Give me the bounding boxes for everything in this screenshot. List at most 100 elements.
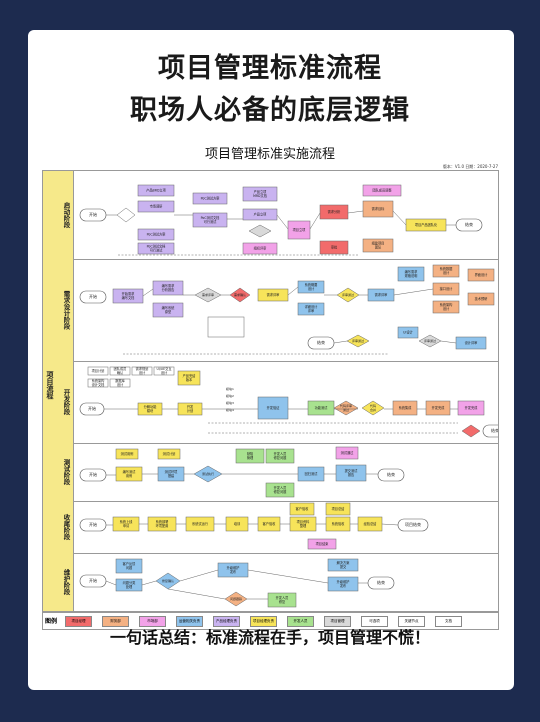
node-1-poc-text: PoC测试方案	[147, 232, 167, 237]
node-2-data-text: 设计	[443, 270, 450, 275]
decision-6b	[224, 591, 248, 607]
decision-2c-text: 评审通过	[342, 292, 354, 297]
flow-1d	[276, 214, 289, 230]
node-2-detail-text: 详细设计	[305, 304, 319, 309]
decision-3c	[461, 424, 481, 438]
legend-item: 可选项	[361, 616, 388, 627]
node-4-defect-text: 缺陷	[247, 451, 253, 456]
node-2-start-text: 编写文档	[122, 295, 135, 300]
node-5-end-note	[307, 538, 337, 550]
node-5-accept-text: 客户验收	[263, 521, 277, 526]
start-4-text: 开始	[89, 471, 97, 477]
node-1-poc3-text: PoC测试文档	[201, 215, 220, 220]
decision-2c	[336, 287, 360, 303]
decision-3a-text: 通过	[343, 407, 349, 412]
node-4-env-text: 测试环境	[165, 469, 179, 474]
node-2-iface-text: 接口设计	[440, 286, 454, 291]
summary-text: 一句话总结：标准流程在手，项目管理不慌！	[109, 628, 430, 647]
node-1-market-text: 市场调研	[150, 204, 164, 209]
node-5-summary-text: 项目总结	[332, 506, 345, 511]
decision-6a-text: 修复确认	[162, 578, 174, 583]
node-4-pass-text: 测试通过	[341, 450, 355, 455]
end-5-text: 项目结束	[405, 521, 421, 527]
node-3-team-text: 确认	[117, 370, 124, 375]
node-2-summary-text: 设计	[308, 286, 315, 291]
node-2-proto-text: 原型	[165, 309, 172, 314]
node-4-pass	[335, 446, 359, 460]
node-2-start-text: 开始需求	[122, 291, 136, 296]
lane-kaifa: 开发阶段	[58, 361, 498, 444]
node-2-report-text: 分析报告	[162, 287, 175, 292]
end-4-text: 结束	[387, 471, 395, 477]
node-5-docs-text: 项目资料	[297, 519, 311, 524]
legend-item: 运营相关负责	[176, 616, 203, 627]
flow-graphics: 开始产品BRD立项市场调研PoC测试方案PoC测试文档可行测试PoC测试方案Po…	[79, 184, 498, 608]
decision-3b-text: 代码	[370, 403, 376, 408]
start-3-text: 开始	[88, 405, 96, 411]
page-title: 项目管理标准流程	[158, 53, 382, 84]
node-6-feedback-text: 客户反馈	[123, 561, 137, 566]
lane-qidong: 启动阶段	[58, 171, 498, 260]
node-5-exp-text: 经验总结	[364, 521, 377, 526]
node-3-ux-text: 设计	[161, 370, 168, 375]
flow-1g	[392, 210, 407, 226]
decision-1b	[248, 224, 272, 238]
node-2-arch	[432, 300, 460, 314]
node-6-solution	[327, 558, 359, 572]
node-2-report-text: 编写需求	[162, 283, 176, 288]
decision-2e-text: 评审通过	[352, 338, 364, 343]
node-6-feedback	[115, 558, 143, 574]
node-2-spec2-text: 规格说明	[405, 273, 418, 278]
flow-2d	[287, 286, 299, 296]
start-2	[79, 290, 107, 304]
node-3-archdoc	[87, 378, 109, 388]
node-1-market	[137, 200, 175, 213]
node-3-release	[457, 400, 485, 416]
node-3-module-4: 模块4	[226, 407, 234, 412]
node-4-env-text: 搭建	[168, 473, 175, 478]
node-2-spec2-text: 编写需求	[405, 269, 419, 274]
node-2-detail	[297, 302, 325, 316]
node-5-trial-text: 系统试运行	[192, 521, 209, 526]
node-3-devplan-text: 开发	[187, 404, 194, 409]
decision-1a	[116, 207, 136, 223]
node-6-fix-text: 修复	[279, 599, 286, 604]
lane-label-ceshi: 测试阶段	[58, 443, 74, 501]
node-3-module-3: 模块3	[226, 400, 234, 405]
flow-5i	[381, 523, 399, 526]
node-5-apply-text: 申请	[123, 523, 130, 528]
node-2-data-text: 系统数据	[440, 266, 454, 271]
node-1-poc2	[192, 192, 228, 205]
legend-item: 市场部	[139, 616, 166, 627]
node-4-plan	[157, 448, 181, 460]
flow-1e	[309, 212, 321, 230]
node-3-devcheck-text: 开发验证	[267, 405, 281, 410]
node-1-review-text: 组织评审	[254, 246, 267, 251]
flow-6a	[105, 580, 117, 586]
node-1-approve-text: 审批	[331, 245, 338, 250]
decision-6b-text: 问题跟踪	[230, 596, 242, 601]
node-4-regress-text: 回归测试	[305, 471, 319, 476]
node-1-poc-doc	[137, 242, 175, 255]
node-2-design-text: 设计评审	[465, 340, 478, 345]
node-3-module-1: 模块1	[226, 386, 234, 391]
page-subtitle: 职场人必备的底层逻辑	[130, 95, 410, 126]
decision-2b-text: 需求确认	[234, 292, 246, 297]
flow-2g	[393, 288, 434, 296]
node-3-integrate-text: 系统集成	[399, 405, 413, 410]
node-6-feedback-text: 问题	[126, 565, 133, 570]
node-6-upgrade-text: 升级维护	[337, 579, 350, 584]
node-3-archdoc-text: 设计文档	[92, 382, 105, 387]
node-1-setup	[287, 220, 311, 240]
node-1-build-text: 团队	[375, 244, 382, 249]
node-4-write-text: 编写测试	[123, 469, 137, 474]
node-1-mrd-text: 产品立项	[254, 189, 268, 194]
node-2-spec2	[397, 266, 425, 282]
end-6-text: 结束	[377, 579, 385, 585]
node-6-upgrade	[327, 576, 359, 592]
node-3-archdoc-text: 系统架构	[92, 378, 105, 383]
node-1-target-text: 需求目标	[372, 206, 386, 211]
node-5-end-note-text: 项目结束	[316, 541, 330, 546]
node-5-accept2	[289, 502, 315, 516]
node-1-poc-doc-text: PoC测试文档	[147, 244, 166, 249]
